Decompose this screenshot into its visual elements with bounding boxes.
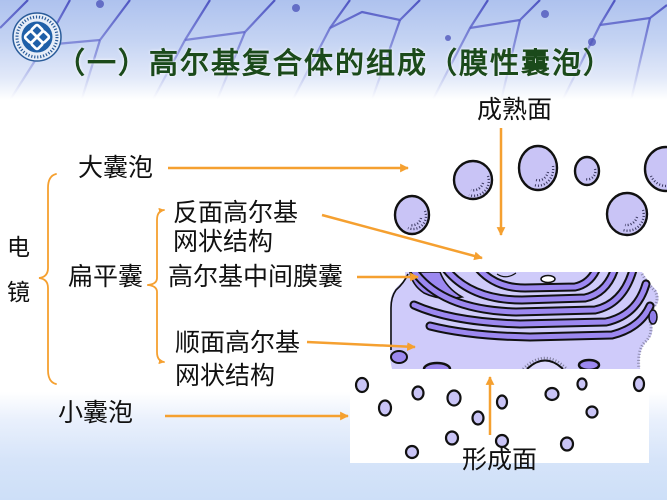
small-vesicle-label: 小囊泡 [58, 399, 134, 427]
university-seal-icon [12, 12, 62, 62]
em-brace [38, 173, 57, 385]
trans-network-label-line-1: 反面高尔基 [173, 199, 299, 227]
cell-micrograph-background [0, 0, 667, 106]
trans-network-label-line-2: 网状结构 [173, 228, 274, 256]
slide-title: （一）高尔基复合体的组成（膜性囊泡） [56, 48, 615, 80]
mature-face-label: 成熟面 [477, 96, 553, 124]
medial-cisternae-label: 高尔基中间膜囊 [168, 263, 344, 291]
cis-network-arrow [306, 340, 416, 352]
trans-network-arrow [321, 213, 483, 261]
cisternae [411, 272, 653, 340]
cis-network-label-line-1: 顺面高尔基 [175, 329, 301, 357]
forming-face-label: 形成面 [462, 446, 538, 474]
flattened-sac-brace-lower [147, 284, 165, 365]
large-vesicles [393, 144, 667, 237]
flattened-sac-label: 扁平囊 [68, 263, 144, 291]
em-label-char-2: 镜 [7, 279, 30, 305]
large-vesicle-label: 大囊泡 [78, 154, 154, 182]
cis-network-label-line-2: 网状结构 [175, 362, 276, 390]
em-label-char-1: 电 [7, 234, 30, 260]
small-vesicles [354, 375, 646, 460]
vesicle-stipple [407, 165, 667, 232]
golgi-stack [390, 272, 659, 369]
flattened-sac-brace [147, 207, 165, 286]
